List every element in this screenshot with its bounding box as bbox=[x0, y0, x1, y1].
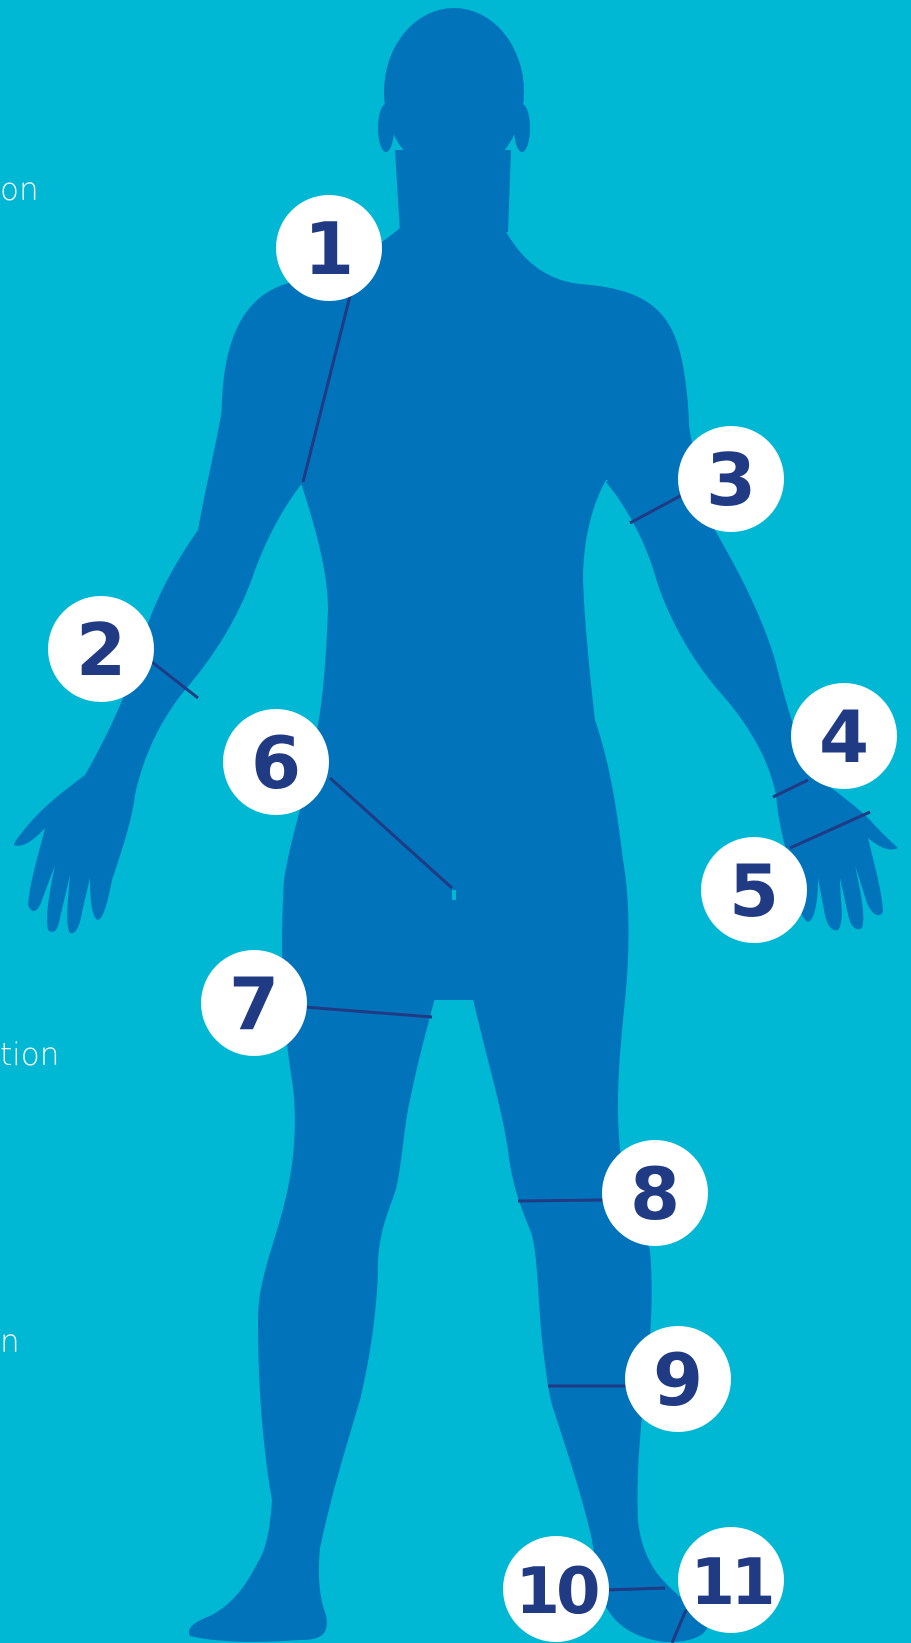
marker-number: 10 bbox=[515, 1555, 598, 1629]
leader-line-8 bbox=[518, 1200, 605, 1201]
marker-number: 1 bbox=[304, 207, 354, 291]
marker-number: 7 bbox=[229, 962, 279, 1046]
neck bbox=[395, 150, 511, 232]
marker-10[interactable]: 10 bbox=[503, 1536, 609, 1642]
marker-number: 2 bbox=[76, 608, 126, 692]
marker-1[interactable]: 1 bbox=[276, 195, 382, 301]
marker-2[interactable]: 2 bbox=[48, 596, 154, 702]
leader-line-10 bbox=[605, 1588, 665, 1590]
marker-3[interactable]: 3 bbox=[678, 426, 784, 532]
marker-8[interactable]: 8 bbox=[602, 1140, 708, 1246]
leg-right bbox=[455, 860, 707, 1642]
marker-7[interactable]: 7 bbox=[201, 950, 307, 1056]
marker-4[interactable]: 4 bbox=[791, 683, 897, 789]
marker-number: 6 bbox=[251, 721, 301, 805]
ear-right bbox=[514, 104, 530, 152]
crotch-gap bbox=[452, 890, 456, 900]
marker-number: 9 bbox=[653, 1338, 703, 1422]
marker-6[interactable]: 6 bbox=[223, 709, 329, 815]
marker-5[interactable]: 5 bbox=[701, 837, 807, 943]
marker-number: 3 bbox=[706, 438, 756, 522]
marker-number: 11 bbox=[690, 1546, 772, 1620]
ear-left bbox=[378, 104, 394, 152]
marker-number: 5 bbox=[729, 849, 779, 933]
human-body-silhouette bbox=[14, 8, 898, 1642]
marker-9[interactable]: 9 bbox=[625, 1326, 731, 1432]
marker-number: 4 bbox=[819, 695, 869, 779]
marker-number: 8 bbox=[630, 1152, 680, 1236]
marker-11[interactable]: 11 bbox=[678, 1527, 784, 1633]
